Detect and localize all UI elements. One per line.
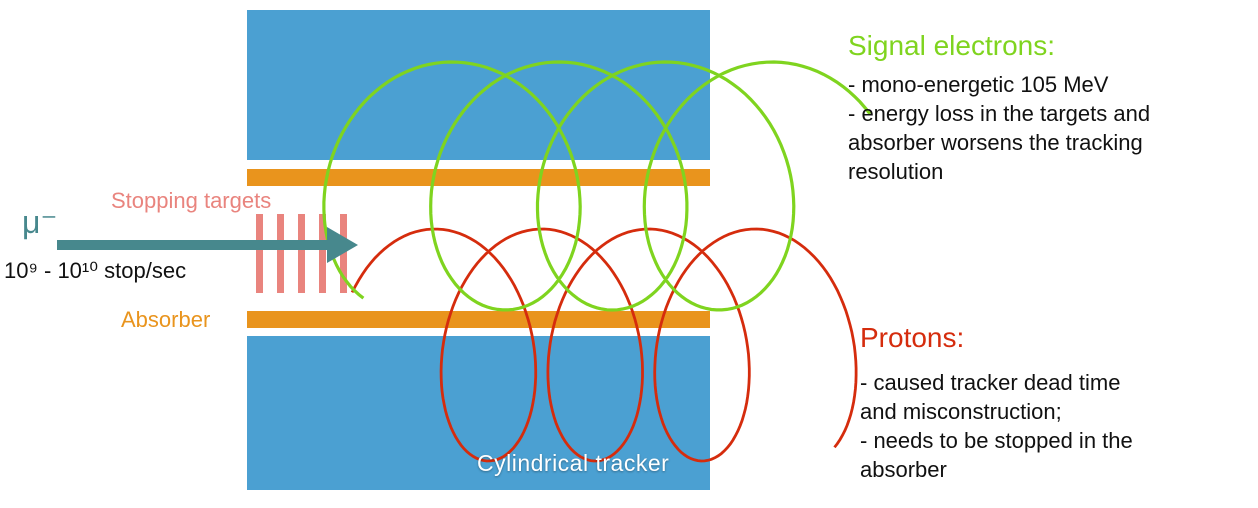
tracker-upper-block — [247, 10, 710, 160]
stopping-target-bar — [298, 214, 305, 293]
protons-note-line: - caused tracker dead time — [860, 370, 1121, 395]
signal-electrons-note-line: absorber worsens the tracking — [848, 130, 1143, 156]
muon-beam-label: μ⁻ — [22, 204, 58, 240]
tracker-lower-block — [247, 336, 710, 490]
absorber-bar-top — [247, 169, 710, 186]
protons-note-line: - needs to be stopped in the — [860, 428, 1133, 454]
absorber-label: Absorber — [121, 307, 211, 332]
stopping-target-bar — [319, 214, 326, 293]
stop-rate-label: 10⁹ - 10¹⁰ stop/sec — [4, 258, 187, 283]
protons-notes: - caused tracker dead time and misconstr… — [860, 368, 1258, 484]
proton-helix — [350, 227, 858, 463]
protons-note-line: absorber — [860, 457, 947, 483]
signal-electrons-note-line: - mono-energetic 105 MeV — [848, 72, 1109, 97]
protons-title: Protons: — [860, 322, 965, 353]
signal-electrons-title: Signal electrons: — [848, 30, 1056, 61]
stopping-target-bar — [277, 214, 284, 293]
stopping-targets-label: Stopping targets — [111, 188, 272, 213]
absorber-bar-bottom — [247, 311, 710, 328]
signal-electron-helix — [322, 60, 872, 312]
signal-electrons-note-line: - energy loss in the targets and — [848, 101, 1151, 127]
signal-electrons-notes: - mono-energetic 105 MeV - energy loss i… — [848, 70, 1248, 186]
muon-beam-arrowhead — [327, 227, 358, 263]
stopping-target-bar — [340, 214, 347, 293]
stopping-target-bar — [256, 214, 263, 293]
cylindrical-tracker-label: Cylindrical tracker — [477, 450, 670, 476]
protons-note-line: and misconstruction; — [860, 399, 1062, 425]
signal-electrons-note-line: resolution — [848, 159, 944, 185]
